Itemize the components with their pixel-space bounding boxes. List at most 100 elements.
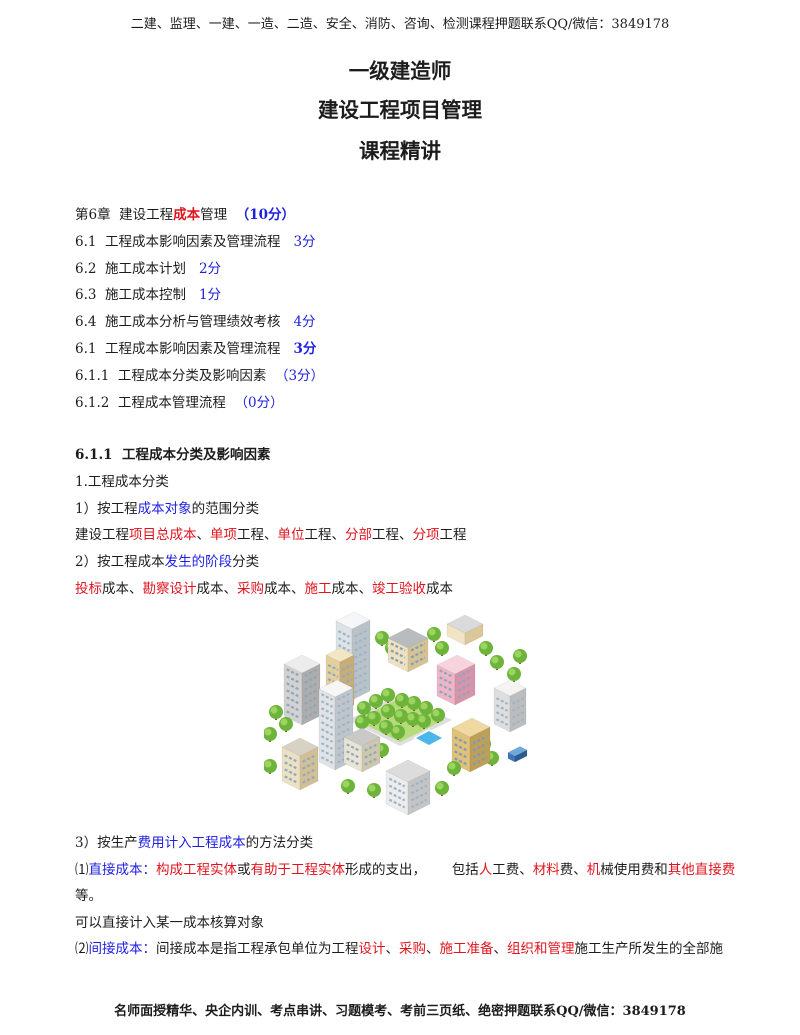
text-run: 成本对象 xyxy=(137,500,192,517)
tree-highlight xyxy=(491,656,499,664)
tree-highlight xyxy=(508,668,516,676)
window-row xyxy=(439,690,453,699)
window-row xyxy=(302,754,316,763)
tree xyxy=(379,720,393,735)
text-run: 施工 xyxy=(304,580,332,597)
window-row xyxy=(302,768,316,777)
window-row xyxy=(439,669,453,678)
building xyxy=(283,654,321,726)
tree-highlight xyxy=(368,784,376,792)
window-row xyxy=(439,676,453,685)
window-row xyxy=(354,643,368,652)
window-row xyxy=(511,711,525,719)
window-row xyxy=(320,700,334,708)
tree xyxy=(264,759,277,774)
window-row xyxy=(511,704,525,712)
text-run: 1.工程成本分类 xyxy=(75,473,169,490)
window-row xyxy=(388,777,406,788)
window-row xyxy=(337,727,351,736)
text-run: 6.1.2 工程成本管理流程 xyxy=(75,394,235,411)
tree xyxy=(394,709,408,724)
tree-highlight xyxy=(448,762,456,770)
building-roof xyxy=(335,611,371,630)
tree xyxy=(264,727,277,742)
window-row xyxy=(354,671,368,680)
tree-highlight xyxy=(368,712,376,720)
window-row xyxy=(454,757,468,766)
window-row xyxy=(337,644,351,652)
tree-highlight xyxy=(270,706,278,714)
text-run: 费用计入工程成本 xyxy=(137,835,246,851)
window-row xyxy=(511,718,525,726)
building-roof xyxy=(446,614,484,634)
window-row xyxy=(457,682,473,692)
window-row xyxy=(302,775,316,784)
building xyxy=(436,654,476,706)
tree xyxy=(479,641,493,656)
text-run: 构成工程实体 xyxy=(156,861,237,878)
building-roof xyxy=(493,679,527,697)
paragraph-line: 投标成本、勘察设计成本、采购成本、施工成本、竣工验收成本 xyxy=(75,576,775,603)
outline-line: 6.1.1 工程成本分类及影响因素 （3分） xyxy=(75,363,775,390)
tree-highlight xyxy=(428,628,436,636)
window-row xyxy=(388,798,406,809)
building-roof xyxy=(281,737,319,757)
window-row xyxy=(320,742,334,750)
text-run: 直接成本： xyxy=(88,861,157,878)
text-run: 或 xyxy=(237,861,251,878)
window-row xyxy=(304,682,318,691)
tree xyxy=(427,627,441,642)
outline-line: 6.1 工程成本影响因素及管理流程 3分 xyxy=(75,336,775,363)
building xyxy=(493,679,527,733)
text-run: 、 xyxy=(426,941,440,957)
text-run: 1）按工程 xyxy=(75,500,138,517)
window-row xyxy=(286,668,300,677)
tree xyxy=(435,781,449,796)
building-roof xyxy=(343,727,381,747)
text-run: 分类 xyxy=(232,554,260,571)
tree-highlight xyxy=(370,695,378,703)
text-run: 、 xyxy=(385,941,400,957)
building xyxy=(446,614,484,646)
tree-highlight xyxy=(356,716,364,724)
tree-highlight xyxy=(382,689,390,697)
text-run: 3分 xyxy=(293,340,317,357)
text-run: 6.4 施工成本分析与管理绩效考核 xyxy=(75,314,294,331)
text-run: 第6章 建设工程 xyxy=(75,207,174,223)
text-run: 竣工验收 xyxy=(372,580,426,597)
text-run: 有助于工程实体 xyxy=(250,861,346,878)
window-row xyxy=(472,742,488,752)
text-run: 分项 xyxy=(412,527,440,544)
text-run: 勘察设计 xyxy=(142,580,197,597)
building-roof xyxy=(387,627,429,649)
city-illustration xyxy=(264,611,528,816)
window-row xyxy=(286,710,300,719)
building xyxy=(343,727,381,773)
text-run: 成本 xyxy=(173,207,201,223)
tree xyxy=(375,631,389,646)
window-row xyxy=(320,735,334,743)
text-run: 工程 xyxy=(439,527,467,544)
tree xyxy=(490,655,504,670)
text-run: 材料 xyxy=(532,861,560,878)
text-run: 6.2 施工成本计划 xyxy=(75,260,199,277)
building xyxy=(387,627,429,673)
tree-highlight xyxy=(358,702,366,710)
building xyxy=(451,717,491,773)
window-row xyxy=(388,784,406,795)
paragraph-line: 2）按工程成本发生的阶段分类 xyxy=(75,549,775,576)
section-content-continued: 3）按生产费用计入工程成本的方法分类⑴直接成本：构成工程实体或有助于工程实体形成… xyxy=(75,830,775,963)
window-row xyxy=(472,756,488,766)
text-run: （10分） xyxy=(235,207,296,223)
text-run: ⑴ xyxy=(75,861,89,878)
building xyxy=(385,759,431,816)
window-row xyxy=(354,678,368,687)
text-run: 单项 xyxy=(210,527,237,544)
window-row xyxy=(304,703,318,712)
text-run: ⑵ xyxy=(75,941,89,957)
window-row xyxy=(454,743,468,752)
text-run: 设计 xyxy=(358,941,386,957)
building-roof xyxy=(451,717,491,738)
window-row xyxy=(304,696,318,705)
